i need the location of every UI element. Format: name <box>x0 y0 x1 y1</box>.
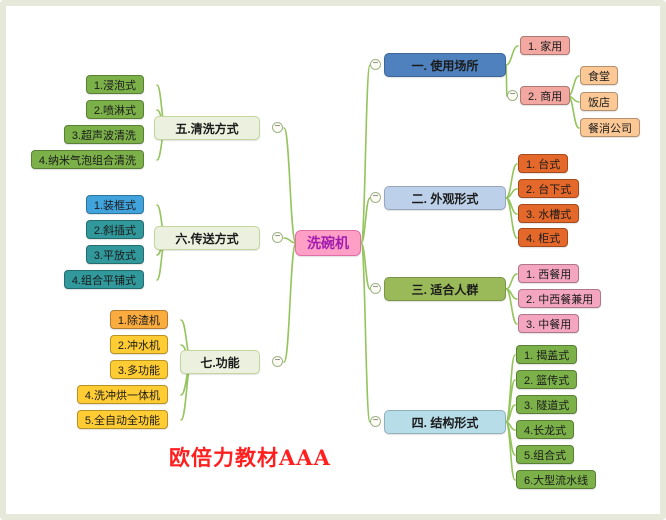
node-combined-flat[interactable]: 4.组合平铺式 <box>63 270 144 289</box>
node-conveying-method[interactable]: 六.传送方式 <box>154 226 260 250</box>
node-target-users[interactable]: 三. 适合人群 <box>384 277 506 301</box>
collapse-icon-target-users[interactable] <box>370 283 381 294</box>
node-residue-remover[interactable]: 1.除渣机 <box>109 310 168 329</box>
node-full-auto[interactable]: 5.全自动全功能 <box>76 410 168 429</box>
node-tunnel-type[interactable]: 3. 隧道式 <box>516 395 578 414</box>
node-chinese-food[interactable]: 3. 中餐用 <box>518 314 580 333</box>
node-restaurant[interactable]: 饭店 <box>580 92 618 111</box>
node-canteen[interactable]: 食堂 <box>580 66 618 85</box>
collapse-icon-commercial-use[interactable] <box>507 90 518 101</box>
node-basket-conveyor[interactable]: 2. 篮传式 <box>516 370 578 389</box>
collapse-icon-conveying-method[interactable] <box>272 232 283 243</box>
node-large-assembly-line[interactable]: 6.大型流水线 <box>516 470 597 489</box>
node-catering-company[interactable]: 餐消公司 <box>580 118 640 137</box>
node-dishwasher-root[interactable]: 洗碗机 <box>295 230 361 256</box>
node-western-food[interactable]: 1. 西餐用 <box>518 264 580 283</box>
node-rack-type[interactable]: 1.装框式 <box>85 195 144 214</box>
node-flat-type[interactable]: 3.平放式 <box>85 245 144 264</box>
node-chinese-western[interactable]: 2. 中西餐兼用 <box>518 289 602 308</box>
collapse-icon-function[interactable] <box>272 356 283 367</box>
node-lift-lid[interactable]: 1. 揭盖式 <box>516 345 578 364</box>
node-under-counter[interactable]: 2. 台下式 <box>518 179 580 198</box>
node-countertop[interactable]: 1. 台式 <box>518 154 569 173</box>
node-appearance-form[interactable]: 二. 外观形式 <box>384 186 506 210</box>
node-spraying[interactable]: 2.喷淋式 <box>85 100 144 119</box>
node-flight-type[interactable]: 4.长龙式 <box>516 420 575 439</box>
node-function[interactable]: 七.功能 <box>180 350 260 374</box>
node-sink-type[interactable]: 3. 水槽式 <box>518 204 580 223</box>
node-cabinet-type[interactable]: 4. 柜式 <box>518 228 569 247</box>
node-multifunction[interactable]: 3.多功能 <box>109 360 168 379</box>
node-soaking[interactable]: 1.浸泡式 <box>85 75 144 94</box>
node-usage-scenario[interactable]: 一. 使用场所 <box>384 53 506 77</box>
node-home-use[interactable]: 1. 家用 <box>520 36 571 55</box>
watermark-text: 欧倍力教材AAA <box>169 445 331 470</box>
node-ultrasonic[interactable]: 3.超声波清洗 <box>63 125 144 144</box>
collapse-icon-usage-scenario[interactable] <box>370 59 381 70</box>
node-water-flushing[interactable]: 2.冲水机 <box>109 335 168 354</box>
collapse-icon-appearance-form[interactable] <box>370 192 381 203</box>
node-commercial-use[interactable]: 2. 商用 <box>520 86 571 105</box>
collapse-icon-cleaning-method[interactable] <box>272 122 283 133</box>
node-combined-type[interactable]: 5.组合式 <box>516 445 575 464</box>
node-structure-form[interactable]: 四. 结构形式 <box>384 410 506 434</box>
node-slant-insert[interactable]: 2.斜插式 <box>85 220 144 239</box>
node-cleaning-method[interactable]: 五.清洗方式 <box>154 116 260 140</box>
collapse-icon-structure-form[interactable] <box>370 416 381 427</box>
node-wash-dry-combo[interactable]: 4.洗冲烘一体机 <box>76 385 168 404</box>
node-nano-bubble[interactable]: 4.纳米气泡组合清洗 <box>30 150 144 169</box>
